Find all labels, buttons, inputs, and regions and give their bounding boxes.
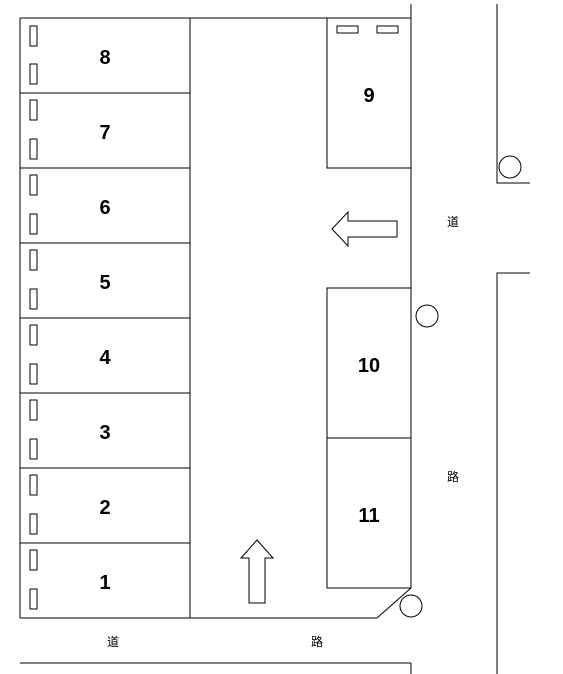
parking-space-6: 6 bbox=[20, 174, 190, 244]
parking-space-2: 2 bbox=[20, 474, 190, 544]
space-label: 4 bbox=[99, 347, 111, 369]
wheel-stop bbox=[336, 25, 359, 34]
space-label: 6 bbox=[99, 197, 110, 219]
parking-space-8: 8 bbox=[20, 25, 190, 94]
wheel-stop bbox=[376, 25, 399, 34]
parking-space-7: 7 bbox=[20, 99, 190, 169]
wheel-stop bbox=[29, 25, 38, 47]
parking-space-4: 4 bbox=[20, 324, 190, 394]
road-label-bottom-char1: 道 bbox=[107, 635, 119, 649]
road-lines bbox=[20, 4, 530, 674]
left-spaces: 8 7 6 5 4 3 bbox=[20, 25, 190, 610]
wheel-stop bbox=[29, 513, 38, 535]
road-label-right-char1: 道 bbox=[447, 215, 459, 229]
utility-pole-icon bbox=[399, 594, 423, 618]
wheel-stop bbox=[29, 63, 38, 85]
utility-pole-icon bbox=[498, 155, 522, 179]
parking-space-10: 10 bbox=[326, 287, 411, 439]
parking-space-5: 5 bbox=[20, 249, 190, 319]
wheel-stop bbox=[29, 549, 38, 571]
wheel-stop bbox=[29, 588, 38, 610]
space-label: 10 bbox=[358, 355, 380, 377]
parking-space-1: 1 bbox=[29, 549, 111, 610]
wheel-stop bbox=[29, 363, 38, 385]
parking-space-9: 9 bbox=[326, 18, 411, 169]
space-label: 8 bbox=[99, 47, 110, 69]
parking-space-3: 3 bbox=[20, 399, 190, 469]
wheel-stop bbox=[29, 474, 38, 496]
lot-outline bbox=[19, 4, 412, 619]
road-label-bottom-char2: 路 bbox=[311, 634, 323, 649]
wheel-stop bbox=[29, 138, 38, 160]
left-arrow-icon bbox=[331, 210, 398, 248]
utility-pole-icon bbox=[415, 304, 439, 328]
road-label-right-char2: 路 bbox=[447, 469, 459, 484]
wheel-stop bbox=[29, 399, 38, 421]
space-label: 7 bbox=[99, 122, 110, 144]
wheel-stop bbox=[29, 213, 38, 235]
space-label: 2 bbox=[99, 497, 110, 519]
space-label: 1 bbox=[99, 572, 110, 594]
space-label: 9 bbox=[363, 85, 374, 107]
up-arrow-icon bbox=[239, 539, 275, 604]
wheel-stop bbox=[29, 174, 38, 196]
space-label: 11 bbox=[358, 505, 379, 527]
right-spaces: 9 10 11 bbox=[326, 18, 411, 589]
wheel-stop bbox=[29, 288, 38, 310]
wheel-stop bbox=[29, 99, 38, 121]
space-label: 3 bbox=[99, 422, 110, 444]
space-label: 5 bbox=[99, 272, 110, 294]
wheel-stop bbox=[29, 249, 38, 271]
wheel-stop bbox=[29, 438, 38, 460]
parking-space-11: 11 bbox=[326, 438, 411, 589]
wheel-stop bbox=[29, 324, 38, 346]
